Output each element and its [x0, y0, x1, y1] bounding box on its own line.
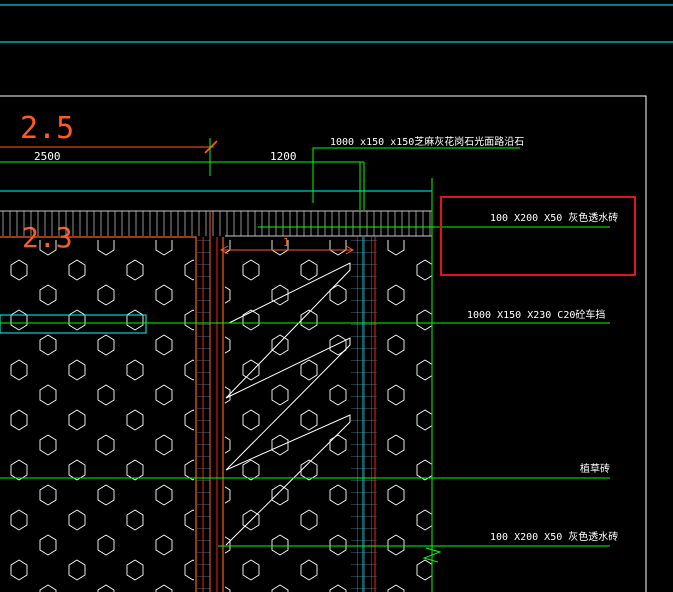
curb-grid-left	[197, 237, 210, 592]
callout-leader-top	[312, 147, 520, 203]
callout-label-grass-brick: 植草砖	[580, 462, 610, 475]
callout-label-permeable-brick-bottom: 100 X200 X50 灰色透水砖	[490, 530, 618, 543]
grass-zone-outline	[0, 236, 197, 592]
callout-label-curbstone: 1000 x150 x150芝麻灰花岗石光面路沿石	[330, 135, 524, 148]
dimension-label: 2500	[34, 150, 61, 163]
callout-label-wheel-stop: 1000 X150 X230 C20砼车挡	[467, 308, 605, 321]
dimension-arrow	[345, 245, 355, 255]
paving-surface-hatch	[0, 211, 432, 236]
dimension-arrow	[219, 245, 229, 255]
grass-paver-pattern-right	[378, 240, 432, 592]
dimension-label-inner: 1	[283, 236, 290, 249]
wheel-stop-outline	[0, 314, 147, 334]
drawing-frame	[0, 95, 647, 592]
dimension-label-large: 2.5	[20, 111, 74, 146]
dimension-label: 1200	[270, 150, 297, 163]
break-symbol	[422, 547, 442, 563]
callout-label-permeable-brick: 100 X200 X50 灰色透水砖	[490, 211, 618, 224]
highlight-box[interactable]	[440, 196, 636, 276]
grass-paver-pattern-middle	[225, 240, 349, 592]
grass-paver-pattern-left	[0, 240, 194, 592]
dimension-tick	[204, 140, 218, 154]
curb-grid-right	[351, 237, 377, 592]
parking-stripe	[225, 262, 351, 546]
